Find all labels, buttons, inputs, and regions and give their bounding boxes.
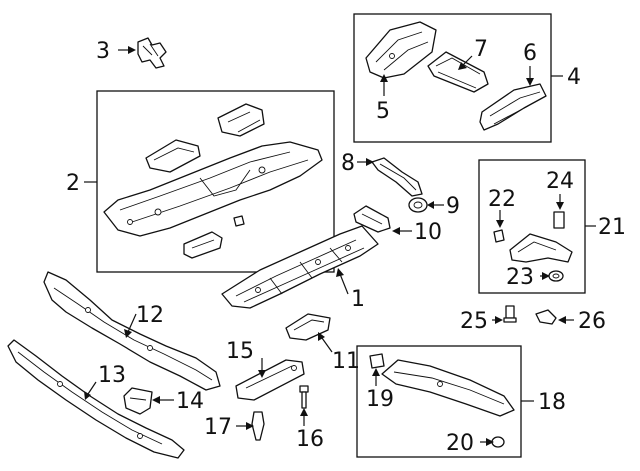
part-26-clip [535, 309, 557, 325]
callout-7: 7 [474, 37, 488, 62]
callout-13: 13 [98, 363, 126, 388]
callout-2: 2 [66, 171, 80, 196]
callout-11: 11 [332, 349, 360, 374]
part-2-front-floor [103, 103, 323, 259]
callout-15: 15 [226, 339, 254, 364]
callout-21: 21 [598, 215, 626, 240]
part-10-bracket [353, 205, 391, 233]
callout-24: 24 [546, 169, 574, 194]
callout-14: 14 [176, 389, 204, 414]
part-5-bracket [365, 21, 437, 79]
part-25-bolt [503, 305, 517, 323]
part-14-bracket [123, 387, 153, 415]
leaders [84, 46, 596, 446]
part-8-brace [371, 157, 423, 197]
callout-6: 6 [523, 41, 537, 66]
callout-12: 12 [136, 303, 164, 328]
callout-9: 9 [446, 194, 460, 219]
part-22-nut [493, 229, 505, 243]
part-16-bolt [299, 385, 309, 409]
part-24-bolt [553, 211, 565, 229]
callout-20: 20 [446, 431, 474, 456]
callout-3: 3 [96, 39, 110, 64]
part-17-clip [251, 411, 265, 441]
part-13-side-member [7, 339, 185, 459]
callout-16: 16 [296, 427, 324, 452]
callout-25: 25 [460, 309, 488, 334]
callout-18: 18 [538, 390, 566, 415]
part-3-clip [137, 37, 167, 69]
callout-22: 22 [488, 187, 516, 212]
part-1-floor-pan [221, 225, 379, 309]
callout-23: 23 [506, 265, 534, 290]
callout-1: 1 [351, 287, 365, 312]
callout-17: 17 [204, 415, 232, 440]
part-21-bracket [509, 233, 573, 263]
callout-4: 4 [567, 65, 581, 90]
callout-5: 5 [376, 99, 390, 124]
group-box-4 [353, 13, 552, 143]
part-19-clip [369, 353, 385, 369]
part-9-grommet [408, 197, 428, 213]
part-18-floor [381, 359, 515, 417]
callout-19: 19 [366, 387, 394, 412]
part-12-side-member [43, 271, 221, 391]
callout-8: 8 [341, 151, 355, 176]
part-23-washer [548, 270, 564, 282]
callout-10: 10 [414, 220, 442, 245]
part-15-bracket [235, 359, 305, 401]
part-7-member [427, 51, 489, 93]
part-6-member [479, 83, 547, 131]
callout-26: 26 [578, 309, 606, 334]
